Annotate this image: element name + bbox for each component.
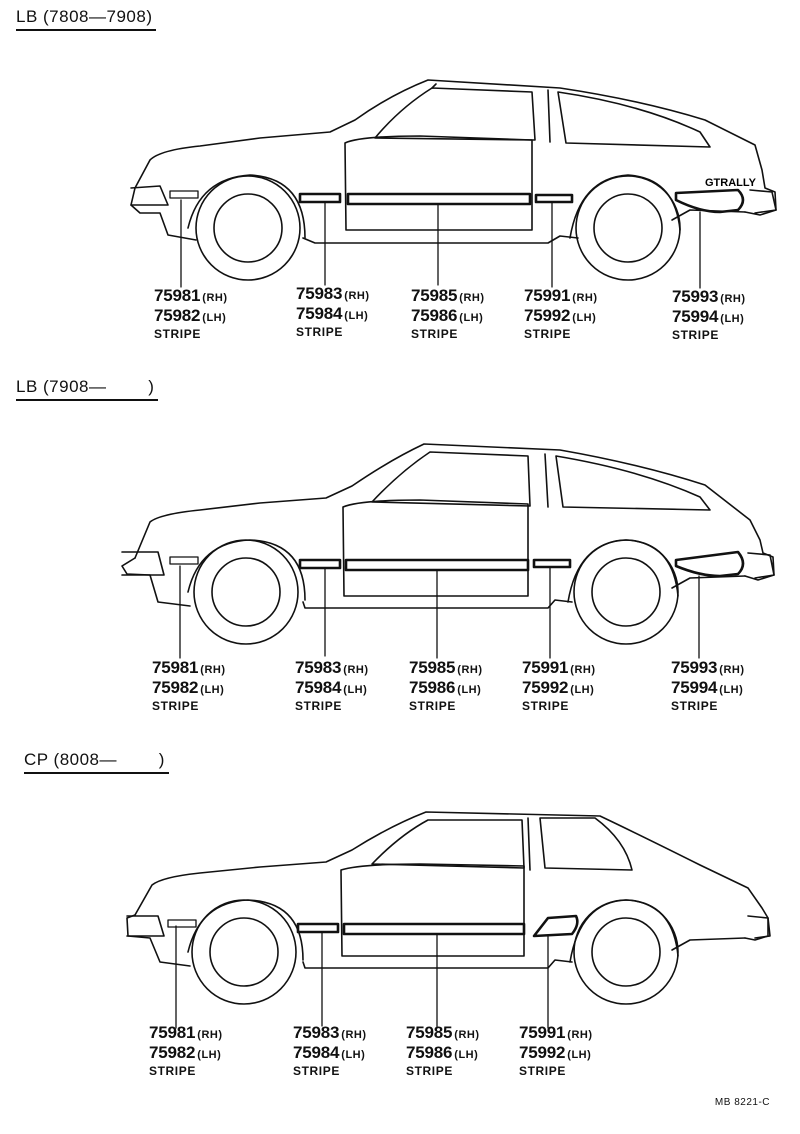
callout-75983: 75983(RH) 75984(LH) STRIPE bbox=[295, 658, 369, 713]
callout-75981: 75981(RH) 75982(LH) STRIPE bbox=[154, 286, 228, 341]
stripe-front-fender bbox=[169, 190, 199, 199]
section-heading: CP (8008— ) bbox=[24, 750, 169, 774]
quarter-window bbox=[539, 817, 633, 871]
rear-wheel bbox=[573, 539, 679, 645]
callout-75993: 75993(RH) 75994(LH) STRIPE bbox=[672, 287, 746, 342]
section-lb-7808-7908: LB (7808—7908) bbox=[0, 0, 800, 370]
front-wheel bbox=[191, 899, 297, 1005]
callout-75985: 75985(RH) 75986(LH) STRIPE bbox=[411, 286, 485, 341]
windshield bbox=[371, 451, 531, 507]
stripe-rear-quarter bbox=[674, 188, 745, 214]
stripe-front-door-fwd bbox=[298, 558, 342, 570]
front-wheel bbox=[193, 539, 299, 645]
stripe-front-door-fwd bbox=[298, 192, 342, 204]
section-heading: LB (7808—7908) bbox=[16, 7, 157, 31]
stripe-front-fender bbox=[167, 919, 197, 928]
gtrally-badge: GTRALLY bbox=[705, 177, 757, 189]
stripe-rear-fender bbox=[532, 558, 572, 569]
callout-75983: 75983(RH) 75984(LH) STRIPE bbox=[293, 1023, 367, 1078]
car-body-outline bbox=[134, 811, 769, 941]
front-wheel bbox=[195, 175, 301, 281]
car-body-outline bbox=[134, 79, 777, 216]
section-cp-8008: CP (8008— ) 75981(RH) bbox=[0, 740, 800, 1134]
stripe-door bbox=[344, 558, 530, 572]
stripe-rear-fender bbox=[532, 914, 579, 938]
callout-75981: 75981(RH) 75982(LH) STRIPE bbox=[152, 658, 226, 713]
car-body-outline bbox=[134, 443, 775, 581]
callout-75981: 75981(RH) 75982(LH) STRIPE bbox=[149, 1023, 223, 1078]
door-outline bbox=[342, 499, 529, 597]
door-outline bbox=[344, 135, 533, 231]
rear-wheel bbox=[573, 899, 679, 1005]
stripe-rear-fender bbox=[534, 193, 574, 204]
windshield bbox=[371, 819, 525, 869]
car-liftback-drawing: GTRALLY bbox=[130, 79, 777, 289]
callout-75993: 75993(RH) 75994(LH) STRIPE bbox=[671, 658, 745, 713]
car-coupe-drawing bbox=[126, 811, 771, 1029]
diagram-code: MB 8221-C bbox=[714, 1097, 770, 1108]
stripe-door bbox=[342, 922, 526, 936]
rear-wheel bbox=[575, 175, 681, 281]
rear-side-window bbox=[557, 91, 711, 148]
callout-75991: 75991(RH) 75992(LH) STRIPE bbox=[522, 658, 596, 713]
windshield bbox=[374, 87, 536, 141]
section-heading: LB (7908— ) bbox=[16, 377, 159, 401]
callout-75991: 75991(RH) 75992(LH) STRIPE bbox=[524, 286, 598, 341]
callout-75985: 75985(RH) 75986(LH) STRIPE bbox=[406, 1023, 480, 1078]
stripe-front-fender bbox=[169, 556, 199, 565]
section-lb-7908: LB (7908— ) 75 bbox=[0, 370, 800, 740]
stripe-door bbox=[346, 192, 532, 206]
door-outline bbox=[340, 863, 525, 957]
stripe-front-door-fwd bbox=[296, 922, 340, 934]
callout-75983: 75983(RH) 75984(LH) STRIPE bbox=[296, 284, 370, 339]
car-liftback-drawing bbox=[121, 443, 775, 659]
stripe-rear-quarter bbox=[674, 550, 745, 578]
callout-75985: 75985(RH) 75986(LH) STRIPE bbox=[409, 658, 483, 713]
callout-75991: 75991(RH) 75992(LH) STRIPE bbox=[519, 1023, 593, 1078]
